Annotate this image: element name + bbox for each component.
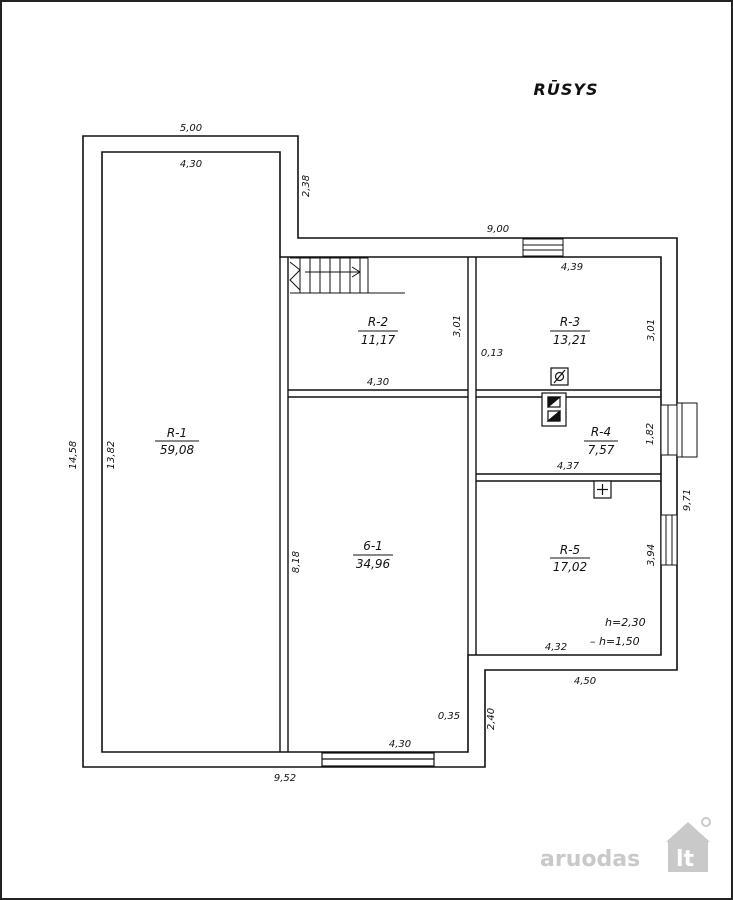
height-note-1: h=2,30	[605, 616, 646, 629]
dim-0-35: 0,35	[438, 711, 460, 722]
room-area-r2: 11,17	[361, 333, 396, 347]
room-labels: R-1 59,08 R-2 11,17 R-3 13,21 R-4 7,57 R…	[155, 315, 618, 574]
dim-14-58: 14,58	[68, 441, 79, 470]
staircase	[289, 257, 405, 294]
dim-9-52: 9,52	[274, 773, 296, 784]
right-window	[660, 402, 698, 458]
dim-0-13: 0,13	[481, 348, 503, 359]
watermark-text: aruodas	[540, 847, 640, 872]
dim-4-30-bottom: 4,30	[389, 739, 411, 750]
dim-13-82: 13,82	[106, 441, 117, 470]
door-openings	[281, 300, 517, 560]
room-id-r3: R-3	[560, 315, 580, 329]
dim-4-30-mid: 4,30	[367, 377, 389, 388]
room-area-6-1: 34,96	[356, 557, 391, 571]
dim-3-01-r2: 3,01	[452, 315, 463, 337]
room-area-r4: 7,57	[588, 443, 615, 457]
dim-9-71: 9,71	[682, 489, 693, 511]
interior-walls	[279, 257, 661, 752]
plan-title: RŪSYS	[534, 79, 599, 99]
room-id-r4: R-4	[591, 425, 611, 439]
drain-icon	[593, 480, 612, 499]
right-opening	[660, 514, 678, 566]
watermark-house-icon	[668, 840, 708, 872]
room-id-r2: R-2	[368, 315, 388, 329]
room-area-r1: 59,08	[160, 443, 195, 457]
dim-4-37: 4,37	[557, 461, 580, 472]
height-note-2: – h=1,50	[590, 635, 640, 648]
dim-5-00: 5,00	[180, 123, 202, 134]
dim-4-30-top: 4,30	[180, 159, 202, 170]
watermark-suffix: lt	[676, 847, 695, 872]
dim-3-94: 3,94	[646, 544, 657, 566]
watermark-logo: aruodas lt	[540, 817, 711, 872]
dim-2-40: 2,40	[486, 708, 497, 730]
outer-walls	[82, 135, 678, 768]
dim-4-50: 4,50	[574, 676, 596, 687]
dim-8-18: 8,18	[291, 551, 302, 573]
room-id-6-1: 6-1	[363, 539, 383, 553]
dim-4-32: 4,32	[545, 642, 567, 653]
room-id-r1: R-1	[167, 426, 187, 440]
dim-9-00: 9,00	[487, 224, 509, 235]
watermark-smoke-icon	[701, 817, 711, 827]
dim-3-01-r3: 3,01	[646, 319, 657, 341]
room-area-r5: 17,02	[553, 560, 587, 574]
boiler-icon	[541, 367, 569, 427]
room-id-r5: R-5	[560, 543, 580, 557]
dim-1-82: 1,82	[645, 423, 656, 445]
dim-4-39: 4,39	[561, 262, 583, 273]
top-window	[522, 238, 564, 257]
bottom-door	[321, 752, 435, 767]
room-area-r3: 13,21	[553, 333, 587, 347]
dimension-labels: 5,00 4,30 2,38 9,00 4,39 3,01 3,01 0,13 …	[68, 123, 693, 784]
dim-2-38: 2,38	[301, 175, 312, 197]
